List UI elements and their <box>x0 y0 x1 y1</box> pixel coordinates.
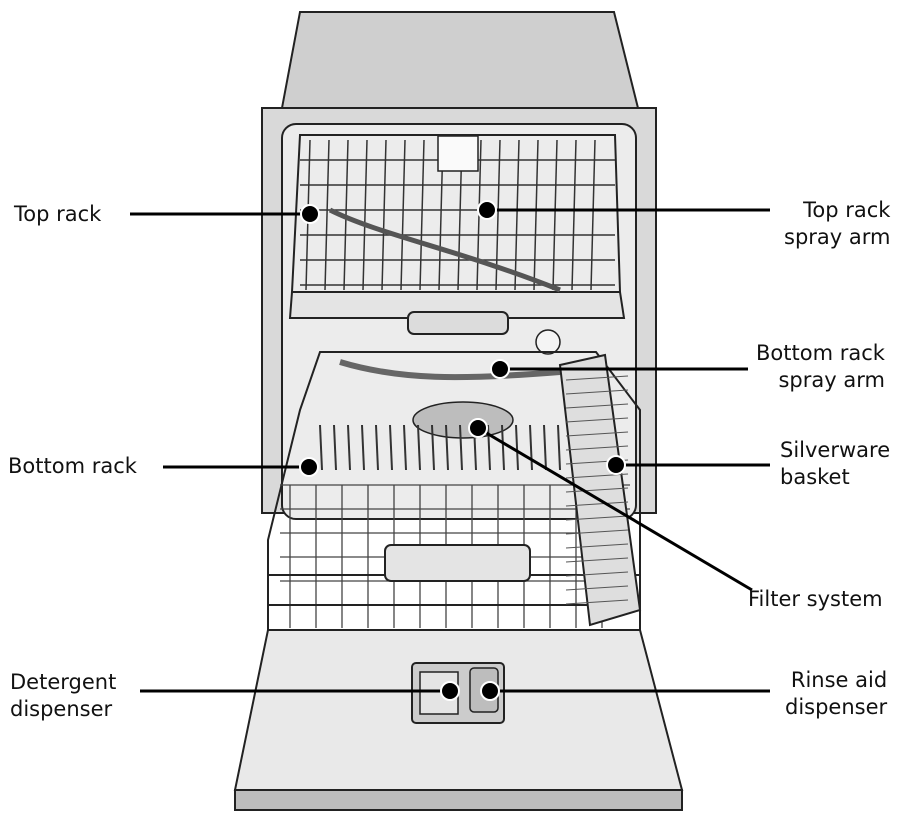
label-top-rack-spray-arm: Top rack spray arm <box>784 198 891 249</box>
basket-wire <box>565 529 629 535</box>
basket-wire <box>565 417 629 423</box>
bottom-rack-tine <box>515 424 519 471</box>
leader-filter-system <box>477 426 753 592</box>
bottom-rack-tine <box>403 424 407 471</box>
top-rack-wire <box>419 139 425 291</box>
bottom-rack-tine <box>389 424 393 471</box>
label-top-rack: Top rack <box>14 202 102 226</box>
basket-wire <box>565 389 629 395</box>
top-rack-wire <box>552 139 558 291</box>
bottom-rack-tine <box>557 424 561 471</box>
bottom-rack-tine <box>333 424 337 471</box>
basket-wire <box>565 557 629 563</box>
leader-lines <box>130 200 770 701</box>
bottom-rack-tine <box>347 424 351 471</box>
basket-wire <box>565 375 629 381</box>
leader-dot <box>468 418 488 438</box>
basket-wire <box>565 571 629 577</box>
label-bottom-rack-spray-arm: Bottom rack spray arm <box>756 341 885 392</box>
bottom-rack-tine <box>319 424 323 471</box>
label-filter-system: Filter system <box>748 587 883 611</box>
basket-wire <box>565 487 629 493</box>
bottom-rack-tine <box>543 424 547 471</box>
bottom-rack-tine <box>417 424 421 471</box>
label-rinse-aid-dispenser: Rinse aid dispenser <box>785 668 888 719</box>
bottom-rack-tine <box>459 424 463 471</box>
label-silverware-basket: Silverware basket <box>780 438 891 489</box>
bottom-rack-tine <box>431 424 435 471</box>
basket-wire <box>565 445 629 451</box>
top-rack-wire <box>324 139 330 291</box>
label-bottom-rack: Bottom rack <box>8 454 137 478</box>
bottom-rack-tine <box>501 424 505 471</box>
basket-wire <box>565 599 629 605</box>
basket-wire <box>565 543 629 549</box>
bottom-rack-tine <box>445 424 449 471</box>
bottom-rack-tine <box>361 424 365 471</box>
basket-wire <box>565 431 629 437</box>
top-rack-wire <box>571 139 577 291</box>
basket-wire <box>565 501 629 507</box>
basket-wire <box>565 515 629 521</box>
top-rack-wire <box>381 139 387 291</box>
leader-dot <box>300 204 320 224</box>
leader-dot <box>606 455 626 475</box>
top-rack-illustration <box>288 134 626 355</box>
bottom-rack-tine <box>375 424 379 471</box>
leader-dot <box>480 681 500 701</box>
leader-dot <box>477 200 497 220</box>
door-illustration <box>233 629 684 811</box>
top-rack-wire <box>400 139 406 291</box>
top-rack-wire <box>533 139 539 291</box>
basket-wire <box>565 403 629 409</box>
leader-dot <box>490 359 510 379</box>
bottom-rack-tine <box>529 424 533 471</box>
basket-wire <box>565 585 629 591</box>
leader-dot <box>440 681 460 701</box>
label-detergent-dispenser: Detergent dispenser <box>10 670 117 721</box>
leader-dot <box>299 457 319 477</box>
top-rack-wire <box>590 139 596 291</box>
top-rack-wire <box>514 139 520 291</box>
top-panel <box>280 11 640 109</box>
top-rack-wire <box>362 139 368 291</box>
